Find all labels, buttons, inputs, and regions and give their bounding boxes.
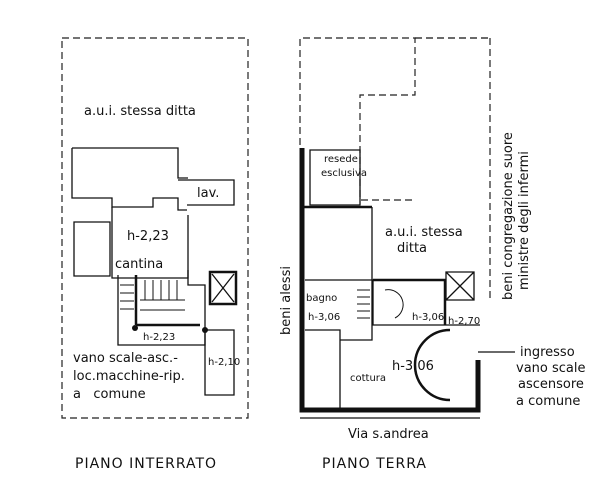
room-height: h-2,10 xyxy=(208,357,240,368)
stair-wall xyxy=(134,275,200,327)
lav-room xyxy=(178,179,235,206)
room-label: esclusiva xyxy=(321,168,367,179)
room-label-cantina: cantina xyxy=(115,257,163,272)
wall xyxy=(71,147,188,211)
entrance-label: ingresso xyxy=(520,345,575,360)
entrance-label: vano scale xyxy=(516,361,585,376)
stairwell xyxy=(117,270,206,346)
room-label: resede xyxy=(324,154,358,165)
room-height: h-3,06 xyxy=(412,312,444,323)
side-room xyxy=(73,221,111,277)
plan-title: PIANO TERRA xyxy=(322,456,427,472)
room-height: h-3,06 xyxy=(392,359,434,374)
room-label-cottura: cottura xyxy=(350,373,386,384)
neighbor-label: ditta xyxy=(397,241,427,256)
note-line: vano scale-asc.- xyxy=(73,351,178,366)
property-boundary xyxy=(61,37,249,419)
stairs xyxy=(120,280,185,311)
stairs xyxy=(357,289,404,319)
room-height: h-2,23 xyxy=(143,332,175,343)
entrance-label: ascensore xyxy=(518,377,584,392)
lift-shaft xyxy=(208,270,238,306)
resede-room xyxy=(309,149,361,206)
room-height: h-3,06 xyxy=(308,312,340,323)
cantina-room xyxy=(111,207,189,279)
room-label-lav: lav. xyxy=(197,186,219,201)
neighbor-label: a.u.i. stessa ditta xyxy=(84,104,196,119)
entrance-label: a comune xyxy=(516,394,580,409)
stair-and-curve-walls xyxy=(373,278,451,402)
note-line: a comune xyxy=(73,387,146,402)
street-label: Via s.andrea xyxy=(348,427,429,442)
room-height: h-2,70 xyxy=(448,316,480,327)
neighbor-label: a.u.i. stessa xyxy=(385,225,463,240)
room-label-bagno: bagno xyxy=(306,293,337,304)
ground-plan: resede esclusiva a.u.i. stessa ditta bag… xyxy=(279,37,585,472)
side-corridor xyxy=(204,329,235,396)
neighbor-label: beni alessi xyxy=(279,266,294,335)
note-line: loc.macchine-rip. xyxy=(73,369,185,384)
property-boundary xyxy=(299,37,491,298)
neighbor-label: beni congregazione suore xyxy=(501,132,516,300)
lift-cross xyxy=(211,273,235,303)
basement-plan: a.u.i. stessa ditta lav. h-2,23 cantina … xyxy=(61,37,249,472)
outer-wall xyxy=(299,148,481,413)
neighbor-label: ministre degli infermi xyxy=(517,151,532,290)
room-height: h-2,23 xyxy=(127,229,169,244)
plan-title: PIANO INTERRATO xyxy=(75,456,217,472)
